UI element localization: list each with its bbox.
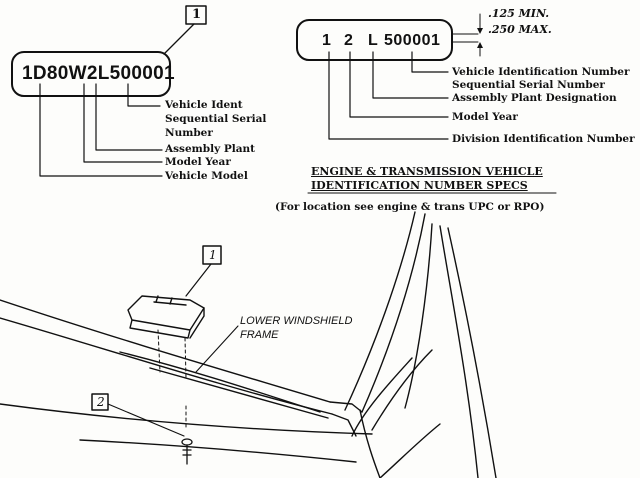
label-vehicle-ident: Vehicle Ident: [165, 99, 243, 111]
left-callout-box: [185, 5, 207, 25]
label-sequential-serial: Sequential Serial: [165, 113, 267, 125]
leader-division-identification: [328, 51, 449, 140]
frame-label-line-2: FRAME: [240, 329, 279, 341]
vin-part-serial: 500001: [384, 32, 441, 49]
label-model-year-right: Model Year: [452, 111, 518, 123]
label-vehicle-identification-number: Vehicle Identification Number: [452, 66, 630, 78]
label-assembly-plant: Assembly Plant: [165, 143, 256, 155]
heading-line-1: ENGINE & TRANSMISSION VEHICLE: [311, 165, 543, 178]
dimension-max: .250 MAX.: [488, 23, 552, 36]
vin-part-plant: L: [368, 32, 379, 49]
leader-vehicle-model: [39, 83, 163, 177]
heading-line-2: IDENTIFICATION NUMBER SPECS: [311, 179, 528, 192]
leader-vehicle-ident: [127, 83, 161, 107]
frame-label-line-1: LOWER WINDSHIELD: [240, 315, 353, 327]
label-division-identification-number: Division Identification Number: [452, 133, 635, 145]
tag-callout-box: [202, 245, 222, 265]
label-vehicle-model: Vehicle Model: [165, 170, 248, 182]
left-callout-number: 1: [192, 7, 202, 22]
label-number: Number: [165, 127, 213, 139]
leader-assembly-plant: [95, 83, 163, 151]
left-vin-plate-outline: [11, 51, 171, 97]
label-sequential-serial-number: Sequential Serial Number: [452, 79, 605, 91]
windshield-illustration: [0, 211, 497, 478]
rivet-callout-box: [91, 393, 109, 411]
leader-assembly-plant-designation: [372, 51, 449, 99]
left-callout-leader: [163, 23, 195, 55]
label-model-year: Model Year: [165, 156, 231, 168]
right-vin-plate-outline: [296, 19, 453, 61]
leader-model-year-right: [349, 51, 449, 118]
tag-callout-number: 1: [209, 248, 217, 262]
leader-model-year: [83, 83, 163, 163]
label-assembly-plant-designation: Assembly Plant Designation: [452, 92, 617, 104]
leader-vehicle-identification-number: [411, 51, 449, 73]
heading-note: (For location see engine & trans UPC or …: [275, 201, 545, 213]
vin-part-division: 1: [322, 32, 332, 49]
vin-tag-plate: [127, 295, 205, 379]
left-vin-number: 1D80W2L500001: [22, 63, 175, 84]
rivet: [181, 405, 193, 465]
dimension-min: .125 MIN.: [488, 7, 550, 20]
rivet-callout-number: 2: [97, 395, 105, 409]
vin-part-model-year: 2: [344, 32, 354, 49]
